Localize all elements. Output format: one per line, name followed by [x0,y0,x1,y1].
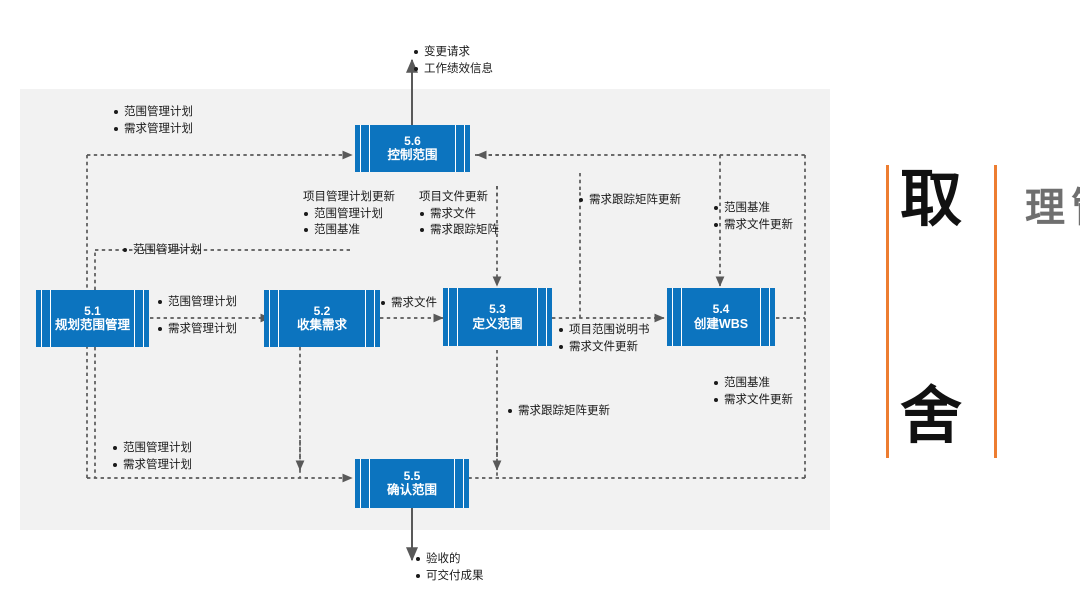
node-number: 5.4 [712,302,730,317]
title-rule-left [886,165,889,458]
node-accent-bar-right [537,288,547,346]
annotation-top-left-plans: 范围管理计划 需求管理计划 [113,104,193,137]
node-accent-bar-left [360,125,370,172]
annotation-item: 范围管理计划 [113,104,193,121]
annotation-rtm-update-lower: 需求跟踪矩阵更新 [507,403,610,420]
node-accent-bar-right [134,290,144,347]
title-subtitle: 范围管理 [1018,186,1080,228]
annotation-header: 项目管理计划更新 [303,191,395,203]
node-5-4[interactable]: 5.4 创建WBS [667,288,775,346]
node-5-5[interactable]: 5.5 确认范围 [355,459,469,508]
title-rule-right [994,165,997,458]
annotation-item: 需求管理计划 [157,321,237,338]
node-number: 5.3 [489,302,506,317]
node-accent-bar-right [454,459,464,508]
annotation-item: 可交付成果 [415,568,484,585]
node-accent-bar-left [448,288,458,346]
annotation-item: 项目范围说明书 [558,322,650,339]
node-5-6[interactable]: 5.6 控制范围 [355,125,470,172]
annotation-item: 范围管理计划 [122,242,202,259]
node-number: 5.5 [403,468,421,483]
annotation-rtm-update-upper: 需求跟踪矩阵更新 [578,192,681,209]
node-name: 规划范围管理 [54,318,130,333]
node-name: 创建WBS [693,316,749,331]
node-accent-bar-left [41,290,51,347]
annotation-item: 范围基准 [303,222,395,239]
annotation-header: 项目文件更新 [419,191,488,203]
annotation-item: 需求跟踪矩阵更新 [578,192,681,209]
annotation-item: 范围管理计划 [303,206,395,223]
annotation-item: 范围基准 [713,375,793,392]
annotation-item: 需求文件 [419,206,499,223]
annotation-item: 需求跟踪矩阵 [419,222,499,239]
annotation-plan-to-collect: 范围管理计划 需求管理计划 [157,294,237,337]
annotation-item: 范围基准 [713,200,793,217]
node-accent-bar-left [672,288,682,346]
node-accent-bar-right [760,288,770,346]
node-name: 确认范围 [386,483,437,498]
node-name: 控制范围 [387,148,438,163]
annotation-item: 需求管理计划 [112,457,192,474]
annotation-item: 需求文件更新 [713,217,793,234]
annotation-item: 需求文件更新 [558,339,650,356]
node-5-1[interactable]: 5.1 规划范围管理 [36,290,149,347]
annotation-item: 工作绩效信息 [413,61,493,78]
annotation-baseline-lower: 范围基准 需求文件更新 [713,375,793,408]
annotation-item: 变更请求 [413,44,493,61]
node-accent-bar-left [269,290,279,347]
node-5-2[interactable]: 5.2 收集需求 [264,290,380,347]
node-name: 定义范围 [472,316,523,331]
title-headline-char-2: 舍 [900,379,963,452]
annotation-scope-statement: 项目范围说明书 需求文件更新 [558,322,650,355]
annotation-scope-plan-mid: 范围管理计划 [122,242,202,259]
annotation-item: 验收的 [415,551,484,568]
annotation-item: 需求文件更新 [713,392,793,409]
node-name: 收集需求 [296,318,347,333]
annotation-final-output: 验收的 可交付成果 [415,551,484,584]
annotation-baseline-upper: 范围基准 需求文件更新 [713,200,793,233]
annotation-pmp-update: 项目管理计划更新 范围管理计划 范围基准 [303,189,395,239]
annotation-item: 需求管理计划 [113,121,193,138]
annotation-bottom-left-plans: 范围管理计划 需求管理计划 [112,440,192,473]
annotation-top-outputs: 变更请求 工作绩效信息 [413,44,493,77]
annotation-doc-update: 项目文件更新 需求文件 需求跟踪矩阵 [419,189,499,239]
title-headline-char-1: 取 [900,162,963,235]
annotation-req-doc: 需求文件 [380,295,437,312]
node-accent-bar-right [455,125,465,172]
node-accent-bar-left [360,459,370,508]
annotation-item: 需求文件 [380,295,437,312]
node-number: 5.2 [313,303,331,318]
node-accent-bar-right [365,290,375,347]
annotation-item: 范围管理计划 [112,440,192,457]
annotation-item: 范围管理计划 [157,294,237,311]
annotation-item: 需求跟踪矩阵更新 [507,403,610,420]
node-number: 5.1 [84,303,101,318]
node-number: 5.6 [404,133,421,148]
node-5-3[interactable]: 5.3 定义范围 [443,288,552,346]
